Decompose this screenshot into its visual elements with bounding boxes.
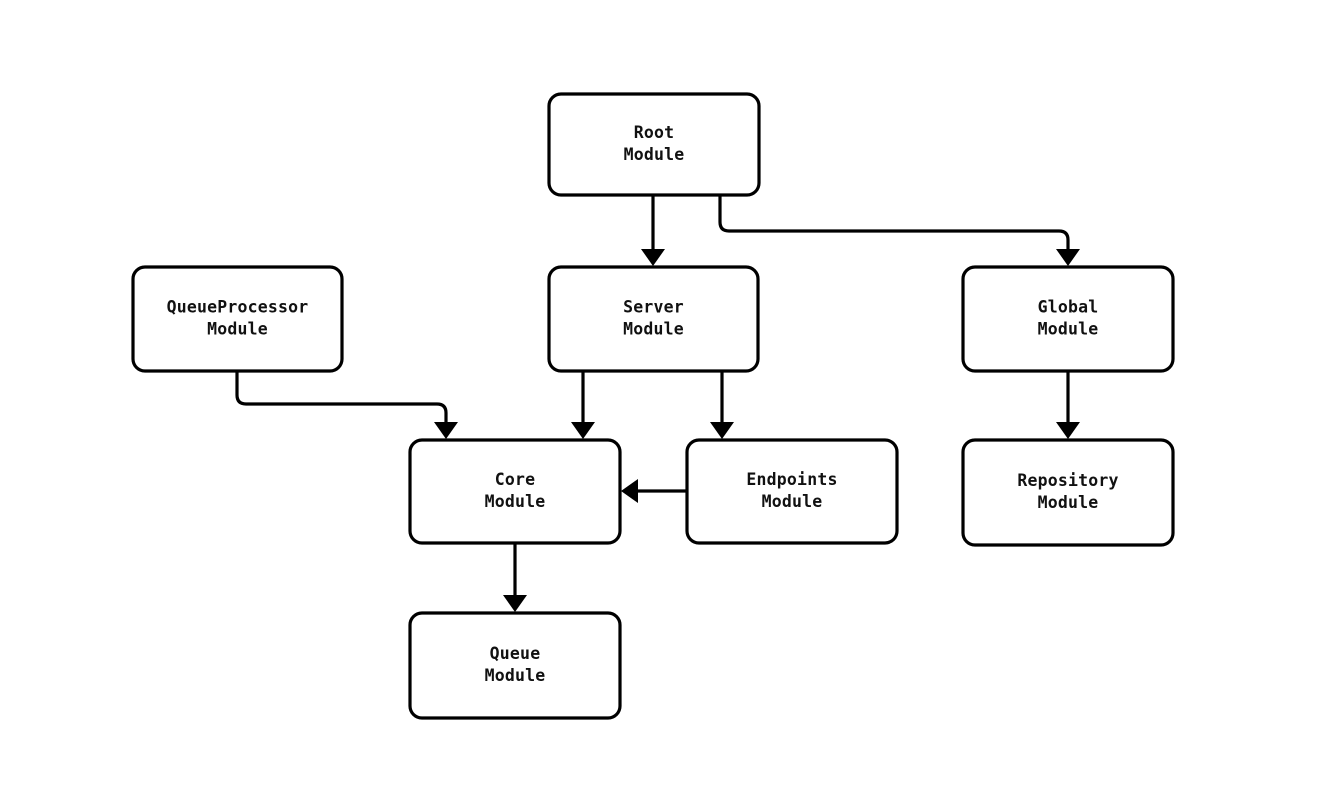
global-module-node-label-line1: Global	[1038, 298, 1099, 317]
edge-endpoints-to-core-arrowhead-icon	[621, 479, 638, 503]
edge-root-to-server	[641, 195, 665, 266]
edge-root-to-global-line	[718, 195, 1070, 252]
edge-endpoints-to-core	[621, 479, 687, 503]
queue-module-node-label-line2: Module	[485, 666, 546, 685]
edge-core-to-queue-arrowhead-icon	[503, 595, 527, 612]
edge-global-to-repository-arrowhead-icon	[1056, 422, 1080, 439]
endpoints-module-node-label-line2: Module	[762, 492, 823, 511]
queue-module-node-label-line1: Queue	[490, 644, 541, 663]
repository-module-node-shape[interactable]	[961, 438, 1175, 547]
edge-queueprocessor-to-core-line	[235, 371, 448, 425]
nodes-layer: RootModuleQueueProcessorModuleServerModu…	[131, 92, 1175, 720]
core-module-node-shape[interactable]	[408, 438, 622, 545]
edge-server-to-core	[571, 371, 595, 439]
root-module-node-label-line1: Root	[634, 123, 675, 142]
root-module-node-shape[interactable]	[547, 92, 761, 197]
server-module-node-label-line2: Module	[623, 320, 684, 339]
edge-server-to-endpoints	[710, 371, 734, 439]
queueprocessor-module-node-label-line1: QueueProcessor	[167, 298, 309, 317]
server-module-node-label-line1: Server	[623, 298, 684, 317]
global-module-node-shape[interactable]	[961, 265, 1175, 373]
global-module-node-label-line2: Module	[1038, 320, 1099, 339]
server-module-node-shape[interactable]	[547, 265, 760, 373]
edges-layer	[235, 195, 1080, 612]
edge-root-to-global	[718, 195, 1080, 266]
core-module-node-label-line1: Core	[495, 470, 536, 489]
endpoints-module-node-label-line1: Endpoints	[746, 470, 837, 489]
root-module-node-label-line2: Module	[624, 145, 685, 164]
queueprocessor-module-node-label-line2: Module	[207, 320, 268, 339]
edge-core-to-queue	[503, 543, 527, 612]
queueprocessor-module-node-shape[interactable]	[131, 265, 344, 373]
queue-module-node-shape[interactable]	[408, 611, 622, 720]
endpoints-module-node-shape[interactable]	[685, 438, 899, 545]
repository-module-node-label-line1: Repository	[1017, 471, 1118, 490]
core-module-node-label-line2: Module	[485, 492, 546, 511]
edge-server-to-core-arrowhead-icon	[571, 422, 595, 439]
edge-queueprocessor-to-core	[235, 371, 458, 439]
edge-global-to-repository	[1056, 371, 1080, 439]
repository-module-node-label-line2: Module	[1038, 493, 1099, 512]
edge-queueprocessor-to-core-arrowhead-icon	[434, 422, 458, 439]
edge-root-to-server-arrowhead-icon	[641, 249, 665, 266]
edge-root-to-global-arrowhead-icon	[1056, 249, 1080, 266]
edge-server-to-endpoints-arrowhead-icon	[710, 422, 734, 439]
